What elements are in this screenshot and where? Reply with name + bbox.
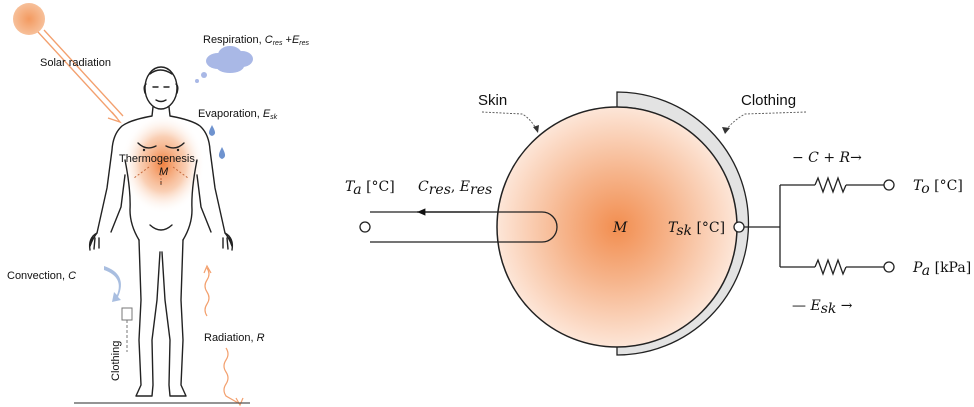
- thermogenesis-heat-glow: [121, 114, 205, 214]
- tsk-label: Tsk [°C]: [668, 220, 725, 239]
- cloud-icon: [195, 46, 253, 83]
- clothing-indicator: [121, 307, 133, 352]
- radiation-label: Radiation, R: [204, 332, 265, 344]
- right-circuit-figure: Skin Clothing Ta [°C] Cres, Eres M Tsk […: [345, 91, 971, 356]
- evaporation-label: Evaporation, Esk: [198, 108, 278, 121]
- clothing-label-vertical: Clothing: [110, 341, 122, 381]
- skin-leader-line: [481, 111, 538, 131]
- solar-ray-arrows: [37, 29, 124, 124]
- operative-temp-node: [883, 179, 895, 191]
- pa-label: Pa [kPa]: [912, 260, 971, 279]
- clothing-leader-line: [725, 111, 807, 131]
- ta-label: Ta [°C]: [345, 179, 395, 198]
- dry-heat-flow-label: − C + R→: [792, 150, 862, 166]
- clothing-label: Clothing: [741, 92, 796, 109]
- human-body-outline: [88, 66, 234, 397]
- vapor-pressure-node: [883, 261, 895, 273]
- thermogenesis-label: Thermogenesis,: [119, 153, 198, 165]
- esk-flow-label: — Esk →: [792, 298, 853, 317]
- skin-label: Skin: [478, 92, 507, 109]
- skin-node: [733, 221, 745, 233]
- sun-icon: [13, 3, 45, 35]
- ambient-node: [359, 221, 371, 233]
- droplet-icon: [208, 125, 216, 136]
- radiation-wave-icon: [203, 264, 244, 407]
- to-label: To [°C]: [913, 178, 963, 197]
- convection-label: Convection, C: [7, 270, 76, 282]
- thermogenesis-m-label: M: [159, 166, 169, 178]
- droplet-icon: [218, 147, 226, 159]
- convection-arrow-icon: [104, 266, 121, 302]
- left-body-figure: Solar radiation Respiration, Cres +Eres …: [7, 3, 310, 407]
- metabolism-m-label: M: [612, 220, 628, 236]
- resistor-network: [744, 176, 884, 276]
- cres-eres-label: Cres, Eres: [418, 179, 492, 198]
- solar-radiation-label: Solar radiation: [40, 57, 111, 69]
- respiration-label: Respiration, Cres +Eres: [203, 34, 310, 47]
- respiration-tube: [370, 211, 558, 243]
